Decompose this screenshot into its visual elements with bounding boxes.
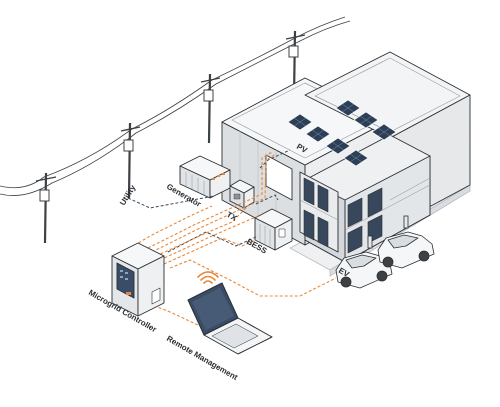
wifi-signal-icon xyxy=(197,271,219,284)
ev-car-icon xyxy=(377,231,435,269)
utility-pole-icon xyxy=(120,122,141,199)
transformer-icon xyxy=(229,179,255,209)
controller-cabinet-icon xyxy=(111,242,165,317)
laptop-icon xyxy=(187,282,273,355)
solar-panel-grid xyxy=(293,103,391,163)
label-tx: TX xyxy=(225,210,239,223)
utility-pole-icon xyxy=(35,172,57,244)
ev-charger-icon xyxy=(367,215,409,249)
utility-pole-icon xyxy=(200,73,221,144)
generator-icon xyxy=(179,155,231,199)
battery-storage-icon xyxy=(254,208,293,251)
control-signal-lines xyxy=(127,149,291,253)
power-flow-lines xyxy=(129,151,337,327)
label-utility: Utility xyxy=(118,183,138,207)
